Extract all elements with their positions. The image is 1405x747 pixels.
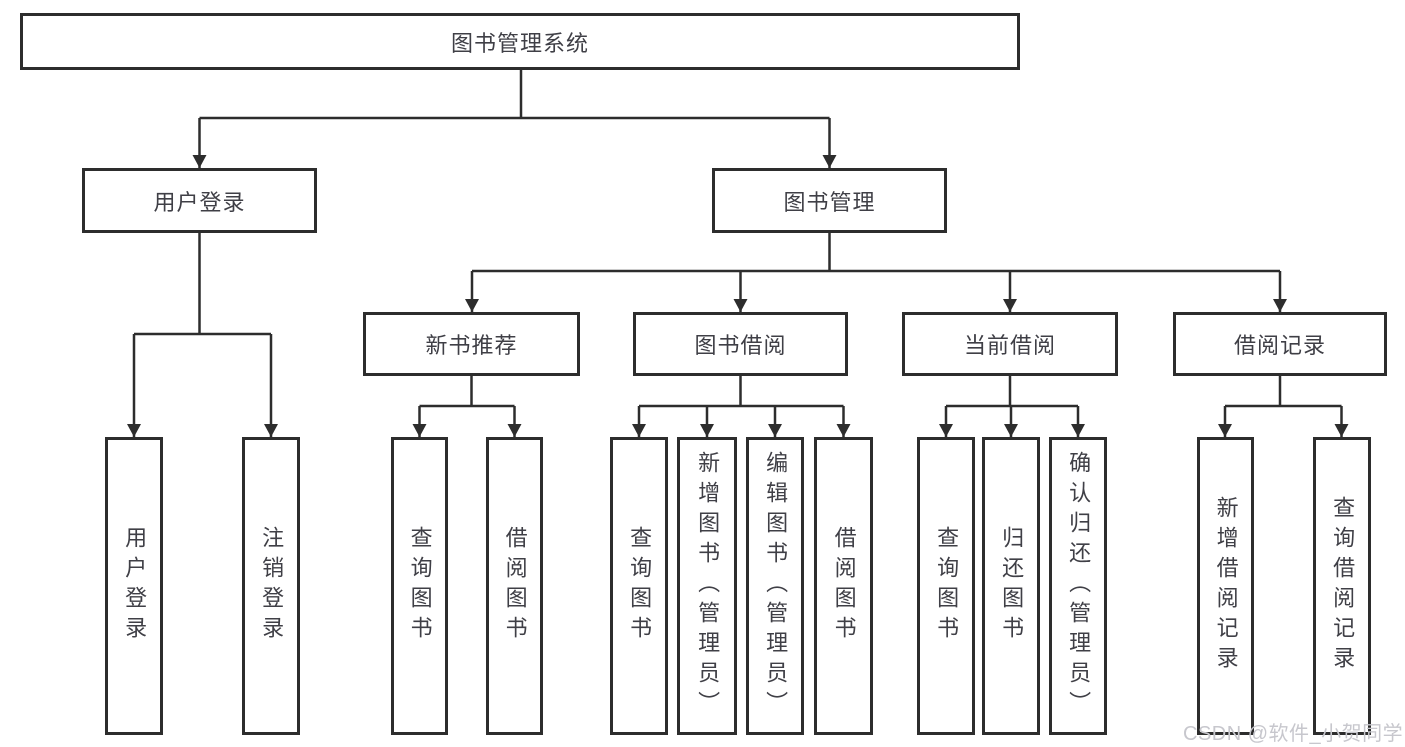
node-leaf-query-books-recommend-label: 查询图书 [407, 526, 433, 646]
node-book-borrowing: 图书借阅 [633, 312, 848, 376]
node-leaf-edit-books-admin: 编辑图书（管理员） [746, 437, 804, 735]
node-leaf-query-books-current-label: 查询图书 [934, 526, 960, 646]
node-leaf-borrow-books-label: 借阅图书 [831, 526, 857, 646]
node-leaf-add-books-admin-label: 新增图书（管理员） [695, 451, 721, 721]
node-book-management: 图书管理 [712, 168, 947, 233]
watermark: CSDN @软件_小贺同学 [1183, 723, 1404, 745]
node-leaf-return-books-label: 归还图书 [999, 526, 1025, 646]
node-leaf-logout-label: 注销登录 [259, 526, 285, 646]
node-leaf-query-borrow-record: 查询借阅记录 [1313, 437, 1371, 735]
node-new-book-recommend: 新书推荐 [363, 312, 580, 376]
node-leaf-borrow-books: 借阅图书 [814, 437, 873, 735]
node-user-login: 用户登录 [82, 168, 317, 233]
node-leaf-confirm-return-admin: 确认归还（管理员） [1049, 437, 1107, 735]
node-leaf-query-books-recommend: 查询图书 [391, 437, 448, 735]
node-leaf-add-borrow-record: 新增借阅记录 [1197, 437, 1254, 735]
node-leaf-user-login-label: 用户登录 [122, 526, 148, 646]
connector-trunk-lines [134, 70, 1342, 408]
node-borrowing-records: 借阅记录 [1173, 312, 1387, 376]
node-leaf-user-login: 用户登录 [105, 437, 163, 735]
node-leaf-query-books-current: 查询图书 [917, 437, 975, 735]
trunk-path [134, 70, 1342, 408]
node-leaf-return-books: 归还图书 [982, 437, 1040, 735]
node-leaf-borrow-books-recommend: 借阅图书 [486, 437, 543, 735]
node-leaf-add-borrow-record-label: 新增借阅记录 [1213, 496, 1239, 676]
node-leaf-query-borrow-record-label: 查询借阅记录 [1330, 496, 1356, 676]
node-leaf-add-books-admin: 新增图书（管理员） [677, 437, 737, 735]
connector-arrow-stems [127, 118, 1349, 437]
node-leaf-logout: 注销登录 [242, 437, 300, 735]
node-leaf-edit-books-admin-label: 编辑图书（管理员） [763, 451, 789, 721]
node-leaf-query-books-borrowing: 查询图书 [610, 437, 668, 735]
node-current-borrowing: 当前借阅 [902, 312, 1118, 376]
node-leaf-confirm-return-admin-label: 确认归还（管理员） [1066, 451, 1092, 721]
node-leaf-borrow-books-recommend-label: 借阅图书 [502, 526, 528, 646]
node-root: 图书管理系统 [20, 13, 1020, 70]
node-leaf-query-books-borrowing-label: 查询图书 [627, 526, 653, 646]
